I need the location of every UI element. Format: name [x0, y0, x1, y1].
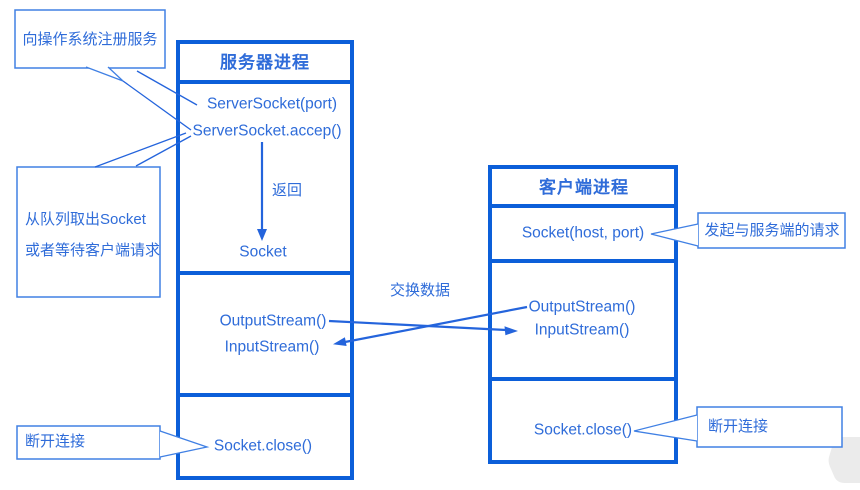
server-socket-call: ServerSocket(port)	[206, 95, 338, 113]
server-output-stream: OutputStream()	[219, 312, 327, 330]
callout-register-service-box	[14, 9, 166, 69]
server-out-to-client-in-line	[328, 319, 507, 332]
server-socket-close: Socket.close()	[213, 437, 313, 455]
client-process-title: 客户端进程	[539, 177, 629, 197]
connector-dequeue-to-accept-1	[94, 132, 187, 168]
server-input-stream: InputStream()	[224, 338, 320, 356]
server-socket-result: Socket	[239, 243, 287, 261]
client-socket-call: Socket(host, port)	[521, 224, 645, 242]
server-process-title: 服务器进程	[220, 52, 310, 72]
watermark-shape	[828, 437, 860, 483]
callout-initiate-request-text: 发起与服务端的请求	[704, 222, 840, 239]
return-arrow-head	[257, 229, 267, 241]
callout-initiate-request-tail	[650, 223, 699, 247]
connector-dequeue-to-accept-2	[135, 135, 192, 167]
server-out-to-client-in-head	[504, 326, 518, 336]
connector-register-to-serversocket	[136, 70, 198, 106]
callout-dequeue-text-line2: 或者等待客户端请求	[25, 242, 161, 259]
connector-register-to-accept	[122, 80, 192, 131]
callout-disconnect-left-text: 断开连接	[25, 433, 86, 450]
callout-dequeue-box	[16, 166, 161, 298]
callout-disconnect-right-tail	[633, 414, 698, 442]
client-socket-close: Socket.close()	[533, 421, 633, 439]
client-output-stream: OutputStream()	[528, 298, 636, 316]
client-out-to-server-in-head	[333, 337, 347, 346]
server-accept-call: ServerSocket.accep()	[192, 122, 342, 140]
callout-register-service-text: 向操作系统注册服务	[22, 31, 158, 48]
exchange-data-label: 交换数据	[389, 282, 451, 299]
client-input-stream: InputStream()	[534, 321, 630, 339]
callout-dequeue-text-line1: 从队列取出Socket	[25, 211, 146, 228]
callout-initiate-request-box	[697, 212, 846, 249]
callout-disconnect-right-text: 断开连接	[708, 418, 769, 435]
callout-disconnect-left-tail	[159, 430, 210, 458]
client-out-to-server-in-line	[344, 305, 528, 344]
return-label: 返回	[272, 182, 303, 199]
server-box	[176, 40, 354, 480]
callout-register-service-tail	[85, 66, 124, 82]
